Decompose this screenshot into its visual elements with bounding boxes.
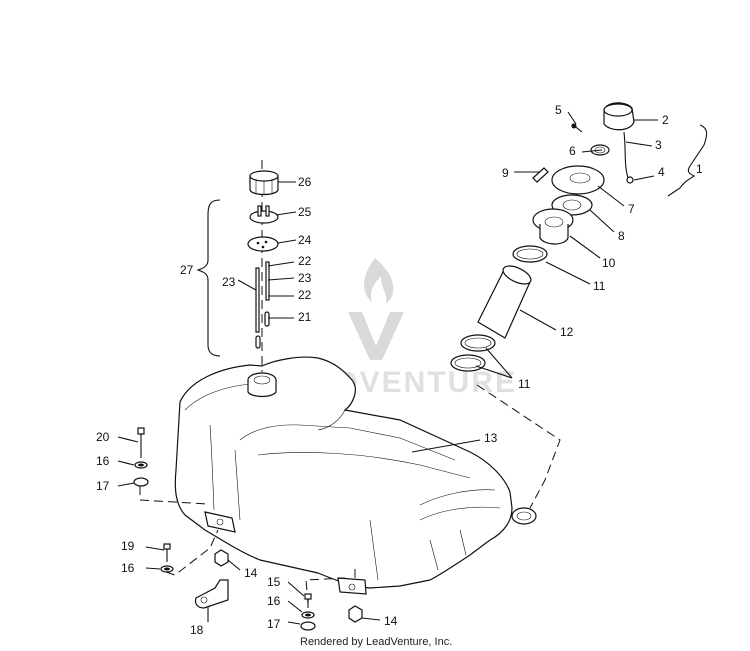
group-braces	[196, 124, 708, 357]
label-part-13: 13	[484, 431, 498, 445]
label-part-5: 5	[555, 103, 562, 117]
label-part-26: 26	[298, 175, 312, 189]
label-part-16-bottom: 16	[267, 594, 281, 608]
label-part-22-lower: 22	[298, 288, 312, 302]
label-part-17-top: 17	[96, 479, 110, 493]
label-part-16-top: 16	[96, 454, 110, 468]
label-part-11-lower: 11	[518, 377, 531, 391]
label-part-23-right: 23	[298, 271, 312, 285]
label-part-1: 1	[696, 162, 703, 176]
label-part-25: 25	[298, 205, 312, 219]
fuel-sender-assembly	[247, 170, 279, 349]
fasteners	[133, 427, 363, 631]
label-part-3: 3	[655, 138, 662, 152]
label-part-4: 4	[658, 165, 665, 179]
label-part-14-right: 14	[384, 614, 398, 628]
label-part-12: 12	[560, 325, 574, 339]
label-part-11-upper: 11	[593, 279, 606, 293]
label-part-20: 20	[96, 430, 110, 444]
label-part-8: 8	[618, 229, 625, 243]
label-part-27: 27	[180, 263, 194, 277]
fuel-tank	[174, 356, 537, 595]
label-part-2: 2	[662, 113, 669, 127]
label-part-21: 21	[298, 310, 312, 324]
label-part-9: 9	[502, 166, 509, 180]
label-part-19: 19	[121, 539, 135, 553]
label-part-14-left: 14	[244, 566, 258, 580]
label-part-10: 10	[602, 256, 616, 270]
label-part-18: 18	[190, 623, 204, 637]
leader-lines	[117, 111, 658, 625]
label-part-6: 6	[569, 144, 576, 158]
label-part-16-mid: 16	[121, 561, 135, 575]
label-part-17-bottom: 17	[267, 617, 281, 631]
footer-credit: Rendered by LeadVenture, Inc.	[300, 636, 452, 648]
label-part-24: 24	[298, 233, 312, 247]
part-labels: 1 2 3 4 5 6 7 8 9 10 11 12 11 13 14 14 1…	[96, 103, 703, 637]
label-part-15: 15	[267, 575, 281, 589]
label-part-23-left: 23	[222, 275, 236, 289]
mount-bracket	[194, 579, 229, 609]
label-part-22-upper: 22	[298, 254, 312, 268]
filler-cap-assembly	[450, 102, 635, 372]
label-part-7: 7	[628, 202, 635, 216]
